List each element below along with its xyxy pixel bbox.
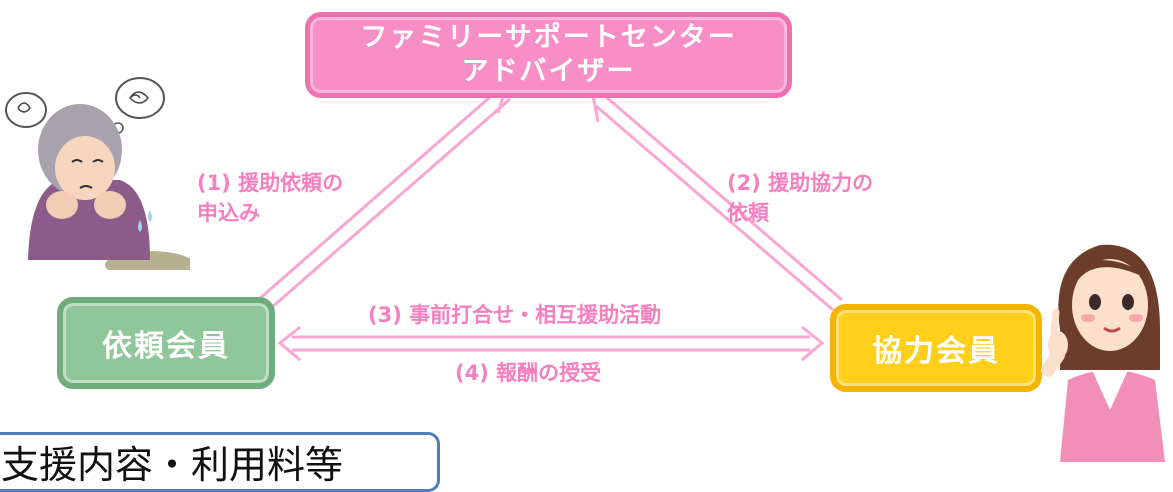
requester-node-label: 依頼会員 xyxy=(102,329,230,364)
center-node-line1: ファミリーサポートセンター xyxy=(360,22,737,53)
edge-label-1-line1: (1) 援助依頼の xyxy=(197,171,344,195)
edge-label-mutual-activity: (3) 事前打合せ・相互援助活動 xyxy=(368,303,662,327)
family-support-center-node: ファミリーサポートセンター アドバイザー xyxy=(305,12,792,98)
diagram-arrows xyxy=(257,81,843,362)
support-details-banner[interactable]: 支援内容・利用料等 xyxy=(0,432,440,492)
helper-node-label: 協力会員 xyxy=(872,334,1000,369)
edge-label-cooperation: (2) 援助協力の 依頼 xyxy=(727,168,873,228)
requester-member-node: 依頼会員 xyxy=(57,297,275,389)
edge-label-payment: (4) 報酬の授受 xyxy=(455,361,602,385)
edge-label-2-line2: 依頼 xyxy=(727,201,769,225)
helper-member-node: 協力会員 xyxy=(830,304,1042,392)
worried-elderly-woman-illustration xyxy=(5,77,190,270)
banner-text: 支援内容・利用料等 xyxy=(1,443,344,487)
center-node-line2: アドバイザー xyxy=(461,56,636,87)
edge-label-request: (1) 援助依頼の 申込み xyxy=(197,168,343,228)
edge-label-2-line1: (2) 援助協力の xyxy=(727,171,874,195)
helper-woman-illustration xyxy=(1041,244,1165,462)
arrow-mutual xyxy=(277,325,825,362)
edge-label-1-line2: 申込み xyxy=(197,201,260,225)
